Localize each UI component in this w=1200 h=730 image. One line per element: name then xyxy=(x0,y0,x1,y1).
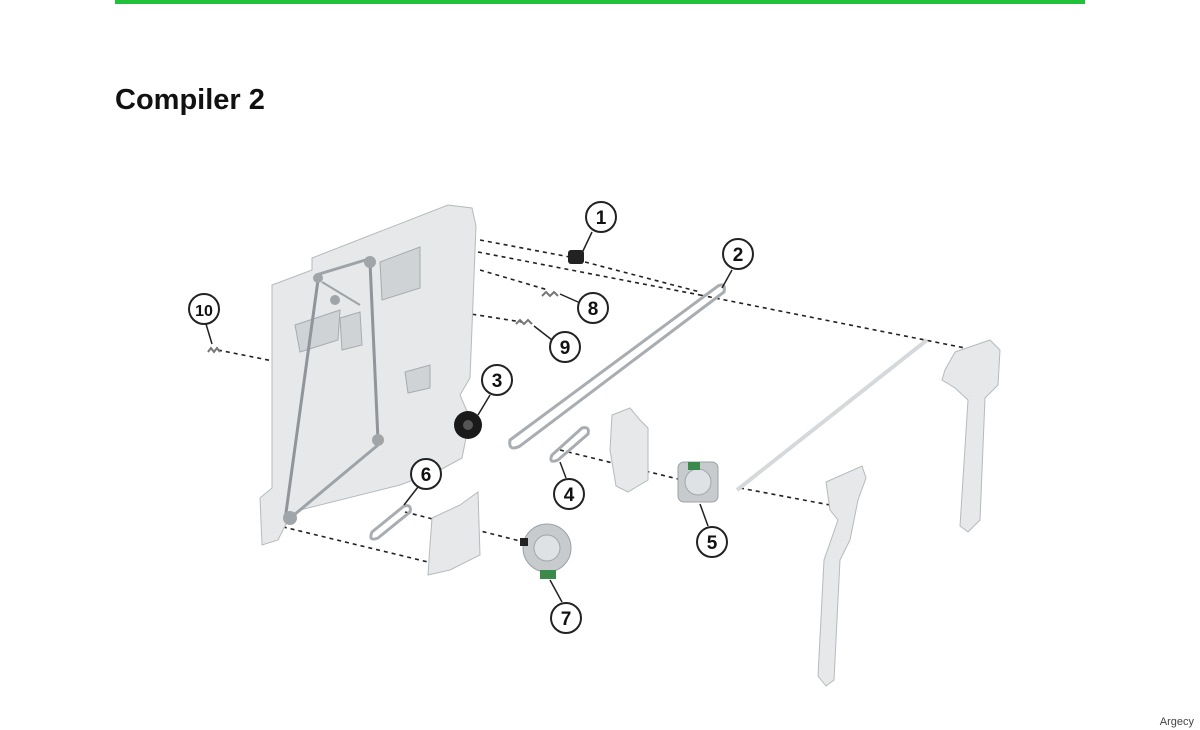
callout-9: 9 xyxy=(533,325,581,363)
guide-rod xyxy=(735,338,929,492)
callout-7: 7 xyxy=(549,579,582,634)
callout-1: 1 xyxy=(581,201,617,254)
motor-bracket-lower xyxy=(427,491,481,576)
callout-3: 3 xyxy=(477,364,513,416)
svg-text:10: 10 xyxy=(195,303,213,320)
part-6-belt xyxy=(369,504,412,541)
compiler-frame xyxy=(259,204,477,546)
callout-4: 4 xyxy=(553,461,585,510)
svg-text:2: 2 xyxy=(733,245,744,266)
part-2-belt xyxy=(508,283,726,450)
footer-brand: Argecy xyxy=(1159,716,1194,728)
page-title: Compiler 2 xyxy=(115,84,265,116)
callout-6: 6 xyxy=(403,458,442,506)
part-4-belt xyxy=(549,426,590,463)
svg-text:9: 9 xyxy=(560,338,571,359)
svg-text:3: 3 xyxy=(492,371,503,392)
part-3-pulley xyxy=(454,411,482,439)
part-7-motor xyxy=(520,523,572,579)
callout-2: 2 xyxy=(721,238,754,289)
part-9-spring xyxy=(515,318,533,326)
svg-text:4: 4 xyxy=(564,485,575,506)
motor-bracket-upper xyxy=(609,407,649,493)
side-bracket-left xyxy=(817,465,867,687)
svg-text:5: 5 xyxy=(707,533,718,554)
callout-10: 10 xyxy=(188,293,220,345)
callout-8: 8 xyxy=(559,292,609,324)
callout-5: 5 xyxy=(696,503,728,558)
header-accent-bar xyxy=(115,0,1085,4)
part-5-motor xyxy=(677,461,719,503)
part-1-gear xyxy=(568,250,584,264)
svg-text:6: 6 xyxy=(421,465,432,486)
svg-text:7: 7 xyxy=(561,609,572,630)
svg-text:8: 8 xyxy=(588,299,599,320)
part-8-spring xyxy=(541,290,559,298)
side-bracket-right xyxy=(941,339,1001,533)
part-10-spring xyxy=(207,346,221,354)
svg-text:1: 1 xyxy=(596,208,607,229)
